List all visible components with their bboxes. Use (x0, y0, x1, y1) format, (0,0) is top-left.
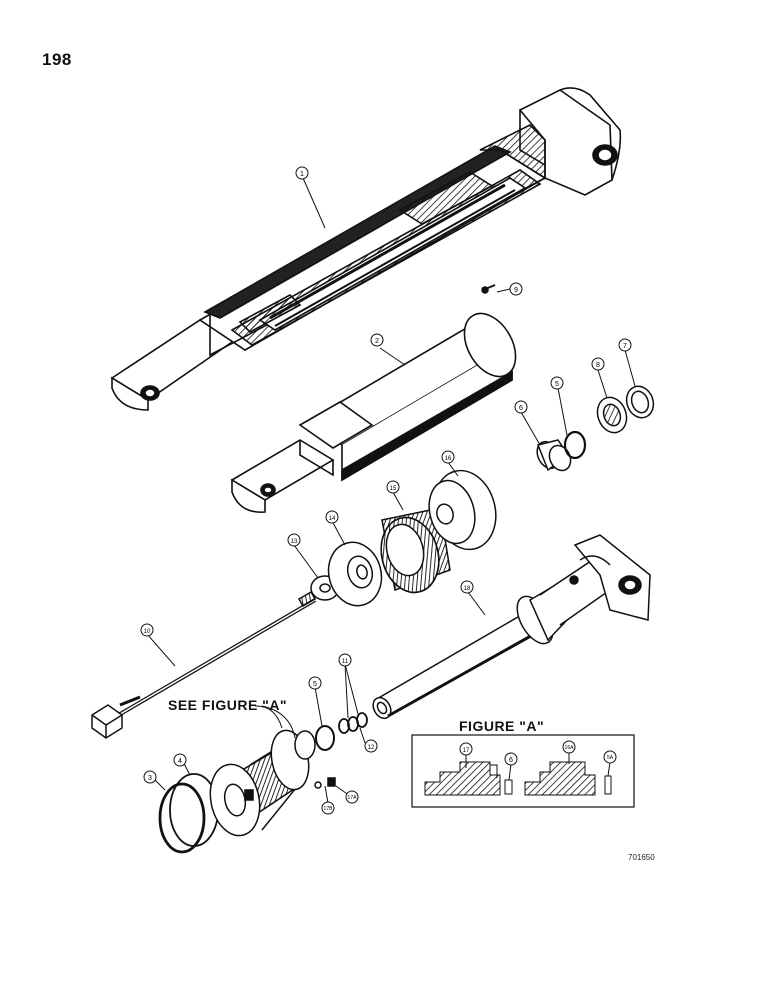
svg-text:18: 18 (464, 586, 471, 592)
figure-code: 701650 (628, 853, 655, 862)
tie-bolt (91, 591, 317, 739)
piston-rod (372, 534, 651, 720)
callout-11: 11 (338, 653, 352, 667)
svg-text:9: 9 (514, 287, 518, 294)
callout-6: 6 (514, 400, 528, 414)
callout-10: 10 (140, 623, 154, 637)
svg-text:16A: 16A (565, 745, 575, 751)
callout-1: 1 (295, 166, 309, 180)
callout-fig-17: 17 (459, 742, 473, 756)
callout-16: 16 (441, 450, 455, 464)
svg-text:12: 12 (368, 745, 375, 751)
svg-text:17A: 17A (348, 795, 358, 801)
callout-fig-6: 6 (504, 752, 518, 766)
svg-text:15: 15 (390, 486, 397, 492)
callout-7: 7 (618, 338, 632, 352)
svg-text:16: 16 (445, 456, 452, 462)
callout-8: 8 (591, 357, 605, 371)
svg-text:6: 6 (519, 405, 523, 412)
svg-text:2: 2 (375, 338, 379, 345)
svg-text:7: 7 (623, 343, 627, 350)
leader-lines (146, 177, 636, 804)
callout-17b: 17B (321, 801, 335, 815)
gland-parts-group (158, 712, 368, 854)
svg-text:13: 13 (291, 539, 298, 545)
callout-fig-5a: 5A (603, 750, 617, 764)
callout-4: 4 (173, 753, 187, 767)
svg-text:17B: 17B (324, 806, 334, 812)
svg-text:5A: 5A (607, 755, 614, 761)
callout-15: 15 (386, 480, 400, 494)
callout-17a: 17A (345, 790, 359, 804)
svg-text:5: 5 (555, 381, 559, 388)
callout-13: 13 (287, 533, 301, 547)
figure-a-inset (411, 734, 635, 808)
callout-14: 14 (325, 510, 339, 524)
svg-text:5: 5 (313, 681, 317, 688)
cylinder-tube (230, 312, 517, 513)
svg-text:3: 3 (148, 775, 152, 782)
svg-text:10: 10 (144, 629, 151, 635)
callout-18: 18 (460, 580, 474, 594)
svg-text:14: 14 (329, 516, 336, 522)
svg-text:6: 6 (509, 757, 513, 764)
see-figure-a-label: SEE FIGURE "A" (168, 697, 288, 713)
svg-text:4: 4 (178, 758, 182, 765)
callout-3: 3 (143, 770, 157, 784)
callout-2: 2 (370, 333, 384, 347)
cylinder-assembly (110, 87, 622, 411)
callout-5-lower: 5 (308, 676, 322, 690)
callout-fig-16a: 16A (562, 740, 576, 754)
svg-text:11: 11 (342, 659, 349, 665)
figure-a-title: FIGURE "A" (459, 718, 545, 734)
callout-5-upper: 5 (550, 376, 564, 390)
small-parts-group-right (481, 284, 655, 472)
svg-text:1: 1 (300, 171, 304, 178)
piston-parts-group (310, 469, 497, 607)
callout-9: 9 (509, 282, 523, 296)
page-number: 198 (42, 50, 72, 69)
svg-text:8: 8 (596, 362, 600, 369)
svg-text:17: 17 (463, 748, 470, 754)
callout-12: 12 (364, 739, 378, 753)
